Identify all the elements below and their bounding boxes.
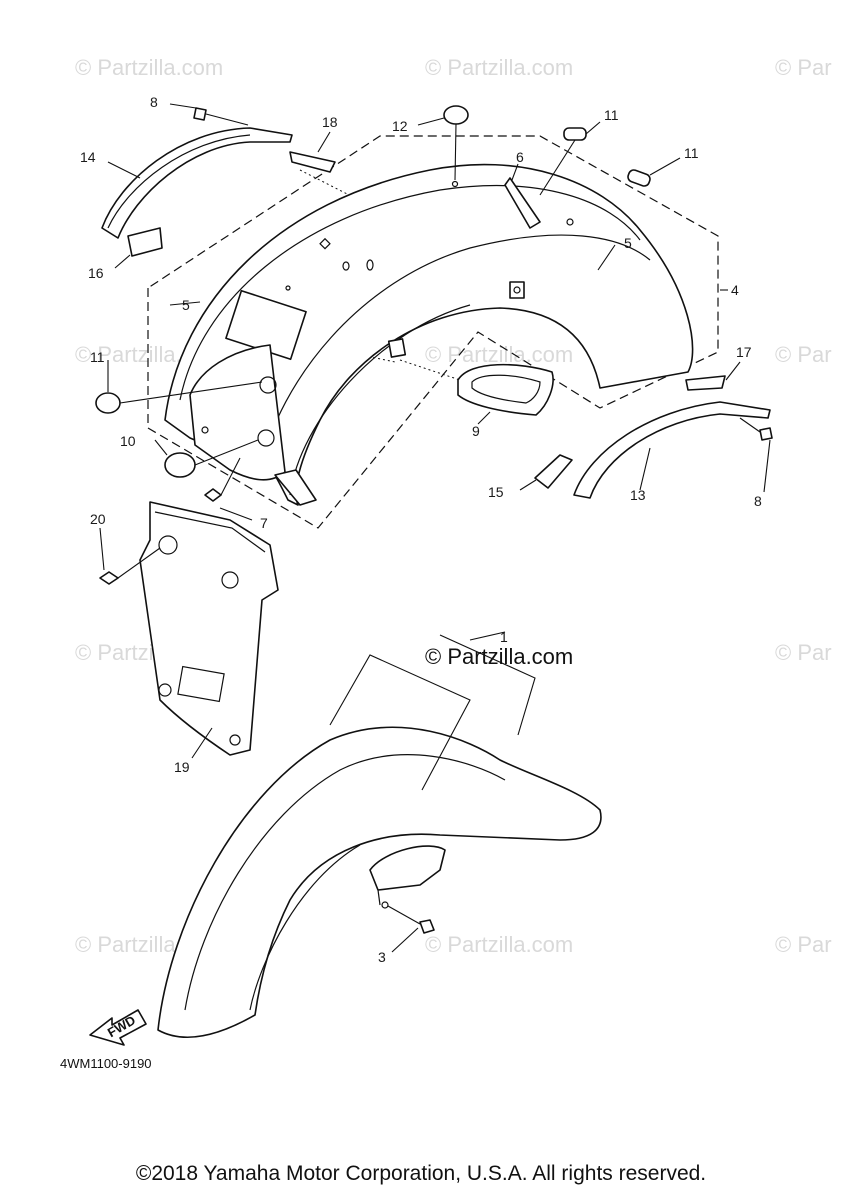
watermark: © Par <box>775 932 832 957</box>
cap[interactable] <box>443 105 469 125</box>
rear-fender[interactable] <box>164 163 694 506</box>
fender-trim-right[interactable] <box>573 401 771 499</box>
callout-8: 8 <box>754 493 762 509</box>
bolt[interactable] <box>193 107 207 121</box>
watermark: © Partzilla.com <box>425 932 573 957</box>
damper-pad[interactable] <box>289 151 336 173</box>
callout-19: 19 <box>174 759 190 775</box>
callout-leaders <box>99 103 771 953</box>
callout-3: 3 <box>378 949 386 965</box>
bolt[interactable] <box>759 427 773 441</box>
bolt[interactable] <box>99 571 119 585</box>
diagram-code: 4WM1100-9190 <box>60 1056 152 1071</box>
callout-12: 12 <box>392 118 408 134</box>
leader-line <box>194 439 259 466</box>
watermark: © Par <box>775 640 832 665</box>
watermark: © Partzilla.com <box>425 55 573 80</box>
copyright-notice: ©2018 Yamaha Motor Corporation, U.S.A. A… <box>136 1162 706 1185</box>
leader-line <box>454 123 457 181</box>
callout-18: 18 <box>322 114 338 130</box>
leader-line <box>439 634 536 736</box>
forward-direction-arrow: FWD <box>89 1009 147 1046</box>
leader-line <box>205 113 249 126</box>
damper-pad[interactable] <box>685 375 726 391</box>
hidden-line <box>399 359 461 381</box>
leader-line <box>220 457 241 496</box>
grommet[interactable] <box>563 127 587 141</box>
callout-5: 5 <box>182 297 190 313</box>
callout-9: 9 <box>472 423 480 439</box>
leader-line <box>117 547 161 579</box>
watermark: © Partzilla.com <box>425 342 573 367</box>
callout-7: 7 <box>260 515 268 531</box>
callout-11: 11 <box>90 349 105 365</box>
bolt[interactable] <box>204 488 222 502</box>
callout-13: 13 <box>630 487 646 503</box>
callout-5: 5 <box>624 235 632 251</box>
grommet[interactable] <box>95 392 121 414</box>
callout-4: 4 <box>731 282 739 298</box>
callout-10: 10 <box>120 433 136 449</box>
callout-6: 6 <box>516 149 524 165</box>
callout-16: 16 <box>88 265 104 281</box>
callout-17: 17 <box>736 344 752 360</box>
callout-15: 15 <box>488 484 504 500</box>
leader-line <box>739 417 761 433</box>
center-watermark: © Partzilla.com <box>425 644 573 669</box>
fender-trim-left[interactable] <box>101 127 293 239</box>
callout-14: 14 <box>80 149 96 165</box>
rear-fender-plate[interactable] <box>139 501 279 756</box>
front-fender[interactable] <box>157 726 602 1038</box>
watermark: © Par <box>775 342 832 367</box>
watermark: © Par <box>775 55 832 80</box>
grommet[interactable] <box>627 169 652 188</box>
leader-line <box>119 381 263 404</box>
damper-pad[interactable] <box>534 454 573 489</box>
damper-pad[interactable] <box>127 227 163 257</box>
callout-8: 8 <box>150 94 158 110</box>
rear-fender-assembly-outline <box>147 135 719 529</box>
bolt[interactable] <box>419 919 435 934</box>
watermark: © Partzilla.com <box>75 55 223 80</box>
leader-line <box>329 654 471 791</box>
callout-1: 1 <box>500 629 508 645</box>
callout-20: 20 <box>90 511 106 527</box>
callout-11: 11 <box>684 145 699 161</box>
damper-grommet[interactable] <box>164 452 196 478</box>
leader-line <box>387 905 421 925</box>
callout-11: 11 <box>604 107 619 123</box>
callout-labels: 1 3 4 5 5 6 7 8 8 9 10 11 11 11 12 13 14… <box>80 94 762 965</box>
